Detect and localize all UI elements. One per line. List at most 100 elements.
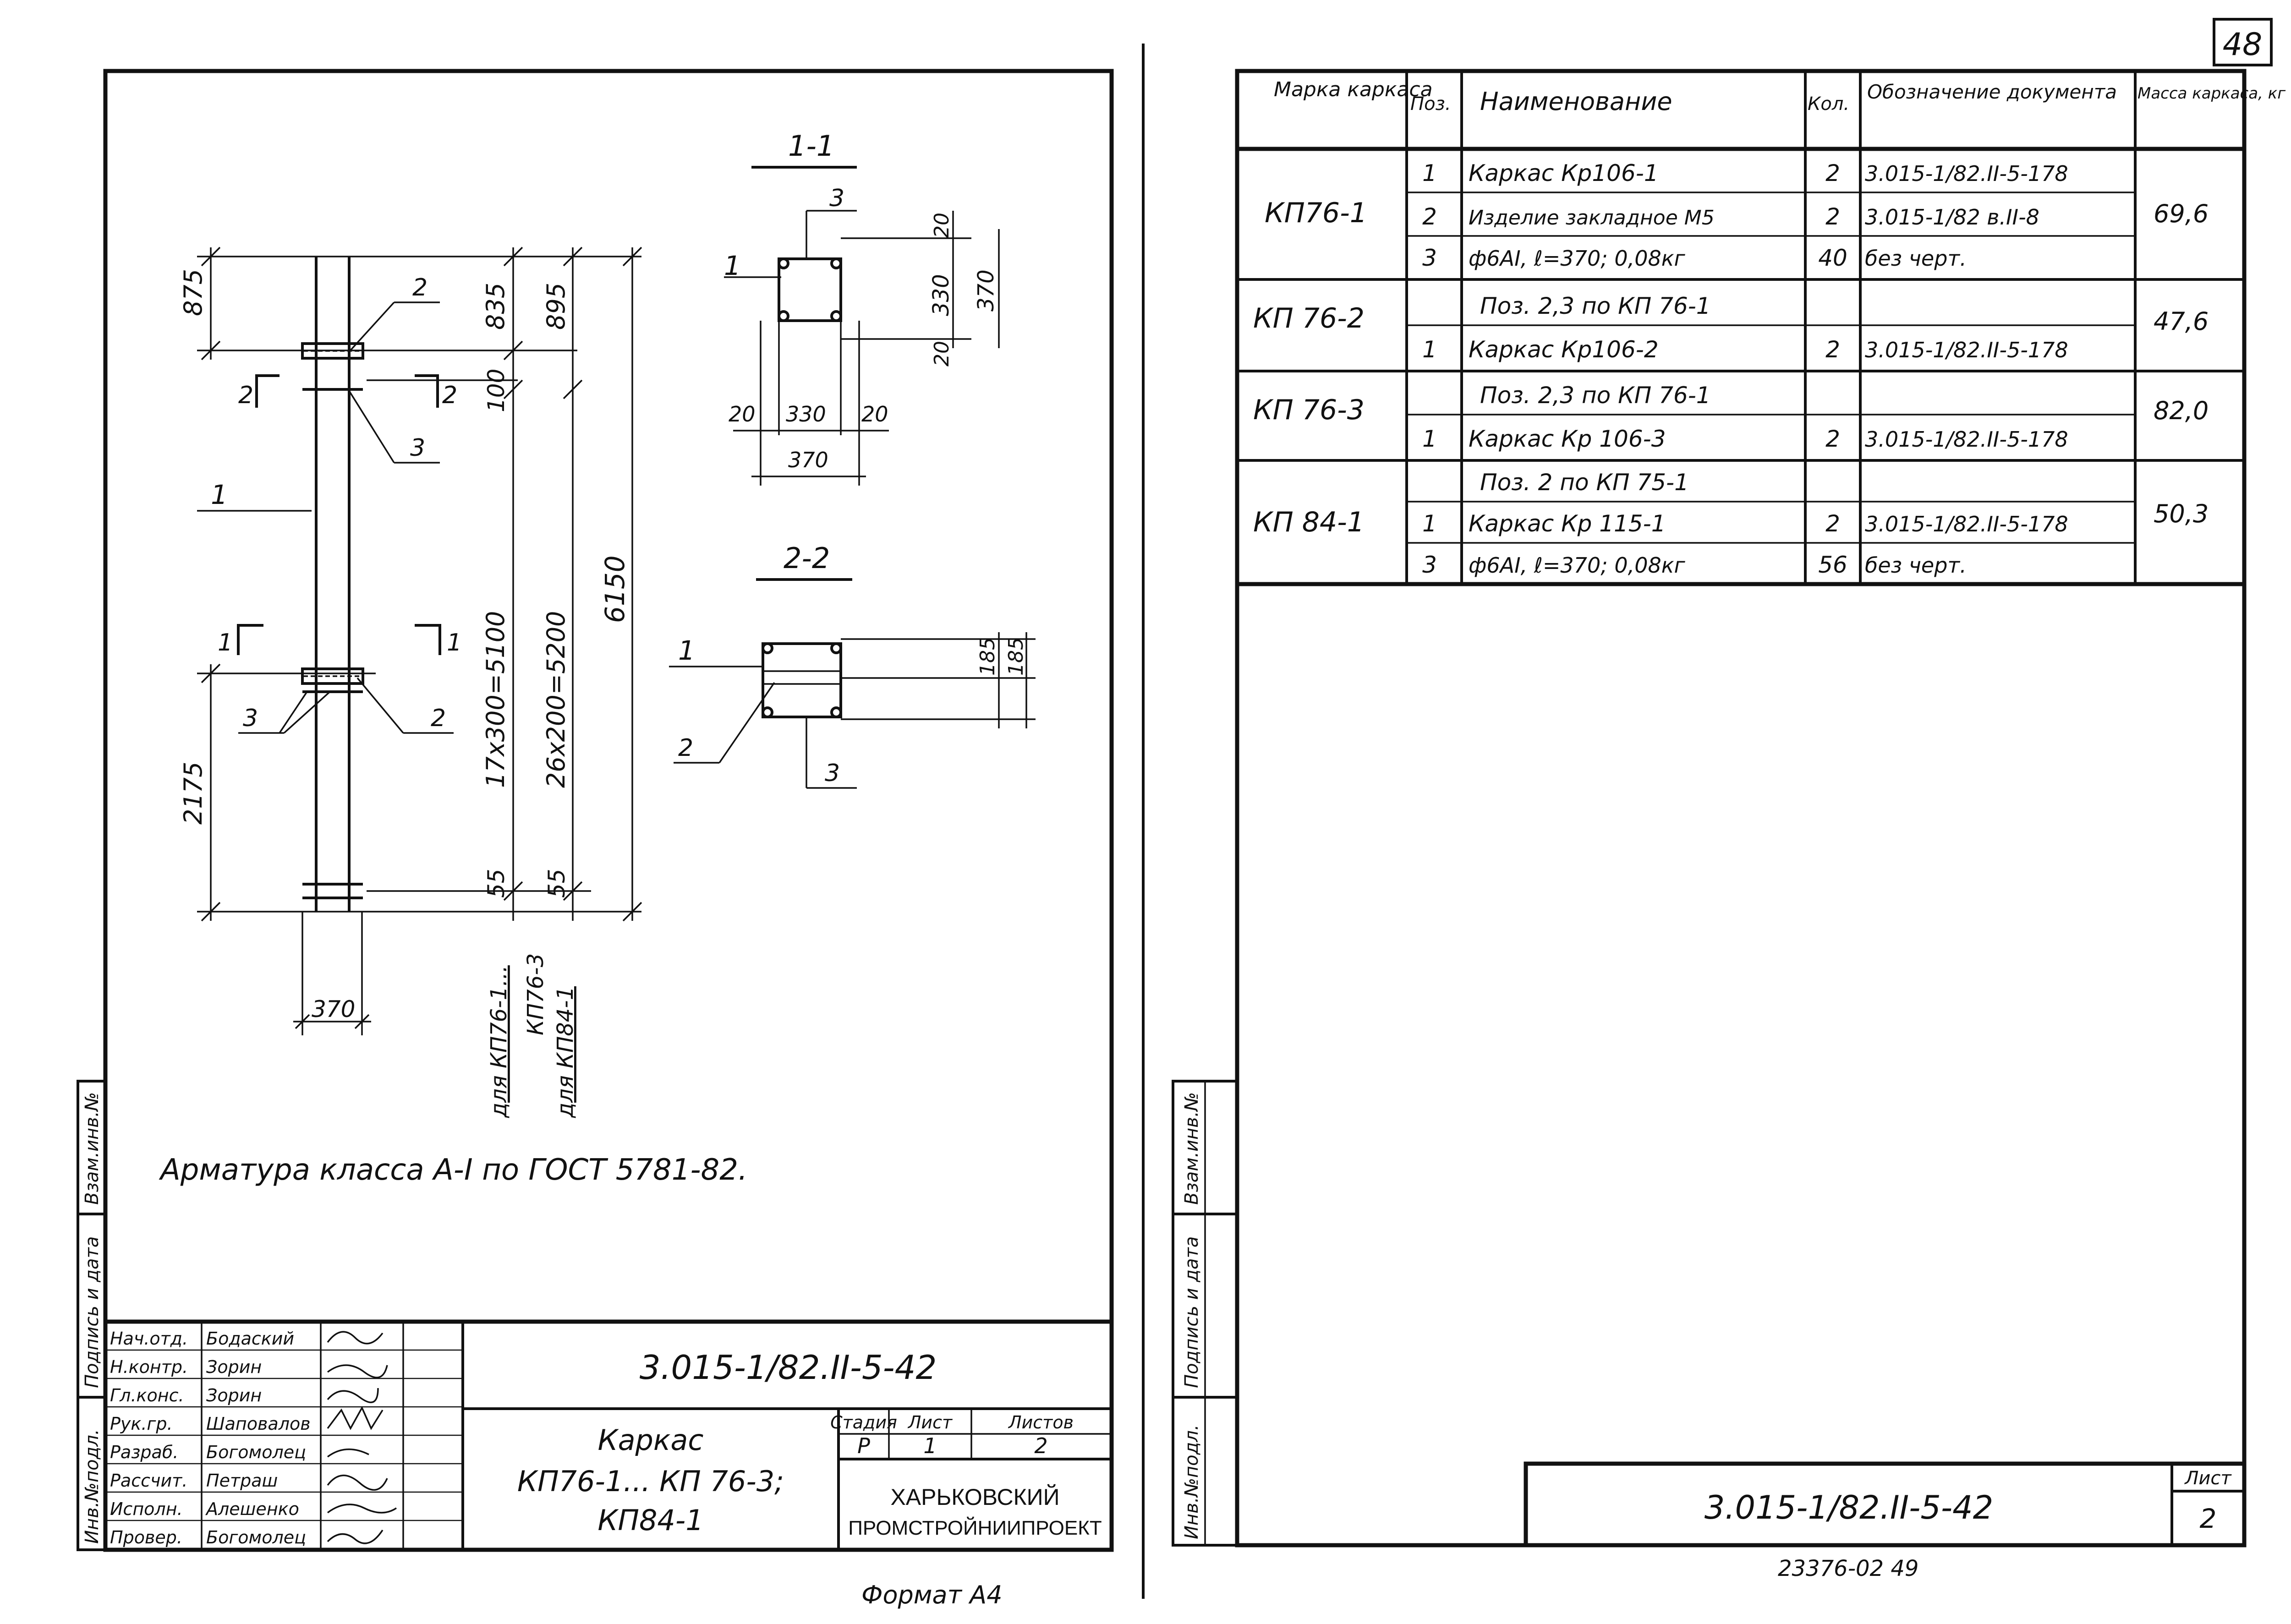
g3-r2-name: Каркас Кр 106-3 xyxy=(1469,426,1666,452)
tb-name-6: Алешенко xyxy=(205,1499,299,1519)
g4-mark: КП 84-1 xyxy=(1253,506,1365,538)
section-1-label: 1-1 xyxy=(788,129,834,163)
g1-r3-pos: 3 xyxy=(1422,245,1437,271)
g4-r2-name: Каркас Кр 115-1 xyxy=(1469,510,1666,537)
elev-callout-1: 1 xyxy=(211,479,228,510)
sec1-dim-20-bottom: 20 xyxy=(930,341,954,366)
g4-mass: 50,3 xyxy=(2154,499,2209,528)
footer-code: 23376-02 49 xyxy=(1778,1556,1918,1581)
g4-r3-pos: 3 xyxy=(1422,552,1437,578)
g3-mark: КП 76-3 xyxy=(1253,394,1365,426)
signature-2 xyxy=(327,1388,379,1403)
elev-dim-55a: 55 xyxy=(483,869,510,898)
elev-dim-17x300: 17x300=5100 xyxy=(481,611,510,788)
hdr-mass: Масса каркаса, кг xyxy=(2138,84,2286,103)
elev-dim-835: 835 xyxy=(481,283,510,330)
r-side-stamp-label-1: Инв.№подл. xyxy=(1181,1424,1202,1539)
right-sheet: Инв.№подл. Подпись и дата Взам.инв.№ xyxy=(1172,69,2286,1581)
sec2-callout-2: 2 xyxy=(678,734,693,762)
right-frame xyxy=(1235,69,2247,1547)
signature-3 xyxy=(327,1406,384,1430)
tb-hdr-stage: Стадия xyxy=(830,1412,897,1433)
signature-7 xyxy=(327,1530,384,1544)
side-stamp-label-1: Инв.№подл. xyxy=(82,1429,103,1544)
tb-name-0: Бодаский xyxy=(206,1329,294,1349)
sec1-dim-20-right: 20 xyxy=(861,402,888,427)
g4-r2-pos: 1 xyxy=(1422,510,1437,537)
tb-designation: 3.015-1/82.II-5-42 xyxy=(640,1348,937,1387)
g1-r2-doc: 3.015-1/82 в.II-8 xyxy=(1865,205,2039,230)
sec1-dim-330: 330 xyxy=(928,274,954,316)
tb-hdr-sheet: Лист xyxy=(907,1412,953,1433)
tb-name-7: Богомолец xyxy=(206,1527,306,1547)
g1-r1-qty: 2 xyxy=(1825,160,1840,186)
g2-r2-pos: 1 xyxy=(1422,336,1437,363)
section-1-1: 1-1 3 20 330 370 20 1 20 xyxy=(724,129,1000,486)
g2-mark: КП 76-2 xyxy=(1253,302,1365,334)
variant-label-2: КП76-3 xyxy=(523,953,548,1035)
g1-mass: 69,6 xyxy=(2154,199,2209,228)
sec2-callout-1: 1 xyxy=(678,635,695,666)
left-frame xyxy=(103,69,1114,1552)
hdr-mark: Марка каркаса xyxy=(1274,78,1433,101)
section-mark-2-right: 2 xyxy=(442,382,457,409)
right-sheet-number: 2 xyxy=(2200,1503,2217,1534)
tb-name-1: Зорин xyxy=(206,1357,262,1377)
hdr-pos: Поз. xyxy=(1410,93,1451,115)
reinforcement-note: Арматура класса А-I по ГОСТ 5781-82. xyxy=(159,1153,747,1187)
g2-mass: 47,6 xyxy=(2154,307,2209,336)
sec1-callout-3: 3 xyxy=(829,185,844,212)
g4-r3-doc: без черт. xyxy=(1865,553,1967,578)
g3-r2-doc: 3.015-1/82.II-5-178 xyxy=(1865,427,2068,452)
elev-dim-26x200: 26x200=5200 xyxy=(542,611,570,788)
tb-name-3: Шаповалов xyxy=(206,1414,311,1434)
g1-r3-qty: 40 xyxy=(1818,245,1847,271)
sec2-dim-185b: 185 xyxy=(1004,637,1028,676)
section-mark-1-left: 1 xyxy=(218,629,233,656)
right-sheet-label: Лист xyxy=(2184,1468,2232,1489)
g1-r3-name: ф6АI, ℓ=370; 0,08кг xyxy=(1469,246,1686,271)
r-side-stamp-label-3: Взам.инв.№ xyxy=(1181,1092,1202,1205)
tb-role-3: Рук.гр. xyxy=(110,1414,173,1434)
tb-val-sheets: 2 xyxy=(1034,1433,1047,1458)
elev-callout-2a: 2 xyxy=(412,274,428,301)
variant-label-1: для КП76-1... xyxy=(486,965,512,1118)
elev-dim-895: 895 xyxy=(542,283,570,330)
signature-1 xyxy=(327,1364,388,1378)
g1-r2-pos: 2 xyxy=(1422,203,1437,230)
sec2-dim-185a: 185 xyxy=(976,637,999,676)
elev-callout-2b: 2 xyxy=(442,382,457,409)
tb-role-7: Провер. xyxy=(110,1527,182,1547)
g4-r3-name: ф6АI, ℓ=370; 0,08кг xyxy=(1469,553,1686,578)
g1-r3-doc: без черт. xyxy=(1865,246,1967,271)
elev-callout-2c: 2 xyxy=(431,705,446,732)
sec1-dim-20-top: 20 xyxy=(930,213,954,238)
g1-r1-doc: 3.015-1/82.II-5-178 xyxy=(1865,161,2068,186)
signature-5 xyxy=(327,1475,388,1491)
tb-name-2: Зорин xyxy=(206,1385,262,1405)
elev-dim-100: 100 xyxy=(483,369,510,412)
g4-r1-name: Поз. 2 по КП 75-1 xyxy=(1480,469,1689,496)
left-side-stamp xyxy=(77,1080,107,1551)
side-stamp-label-3: Взам.инв.№ xyxy=(82,1092,103,1205)
tb-name-5: Петраш xyxy=(206,1471,278,1491)
g3-mass: 82,0 xyxy=(2154,396,2209,425)
tb-title-line1: Каркас xyxy=(598,1423,704,1457)
section-mark-2-left: 2 xyxy=(238,382,253,409)
tb-role-4: Разраб. xyxy=(110,1442,178,1462)
sec1-dim-370-bottom: 370 xyxy=(788,448,828,472)
g2-r2-qty: 2 xyxy=(1825,336,1840,363)
elev-dim-370: 370 xyxy=(312,996,355,1023)
hdr-doc: Обозначение документа xyxy=(1867,81,2117,103)
hdr-qty: Кол. xyxy=(1808,93,1849,115)
section-2-label: 2-2 xyxy=(784,541,830,575)
g4-r3-qty: 56 xyxy=(1818,552,1847,578)
hdr-name: Наименование xyxy=(1480,87,1672,116)
tb-role-6: Исполн. xyxy=(110,1499,183,1519)
sec2-callout-3: 3 xyxy=(825,760,840,787)
sec1-callout-1: 1 xyxy=(724,250,741,281)
g3-r2-qty: 2 xyxy=(1825,426,1840,452)
g1-mark: КП76-1 xyxy=(1265,197,1367,229)
elev-dim-55b: 55 xyxy=(543,869,570,898)
